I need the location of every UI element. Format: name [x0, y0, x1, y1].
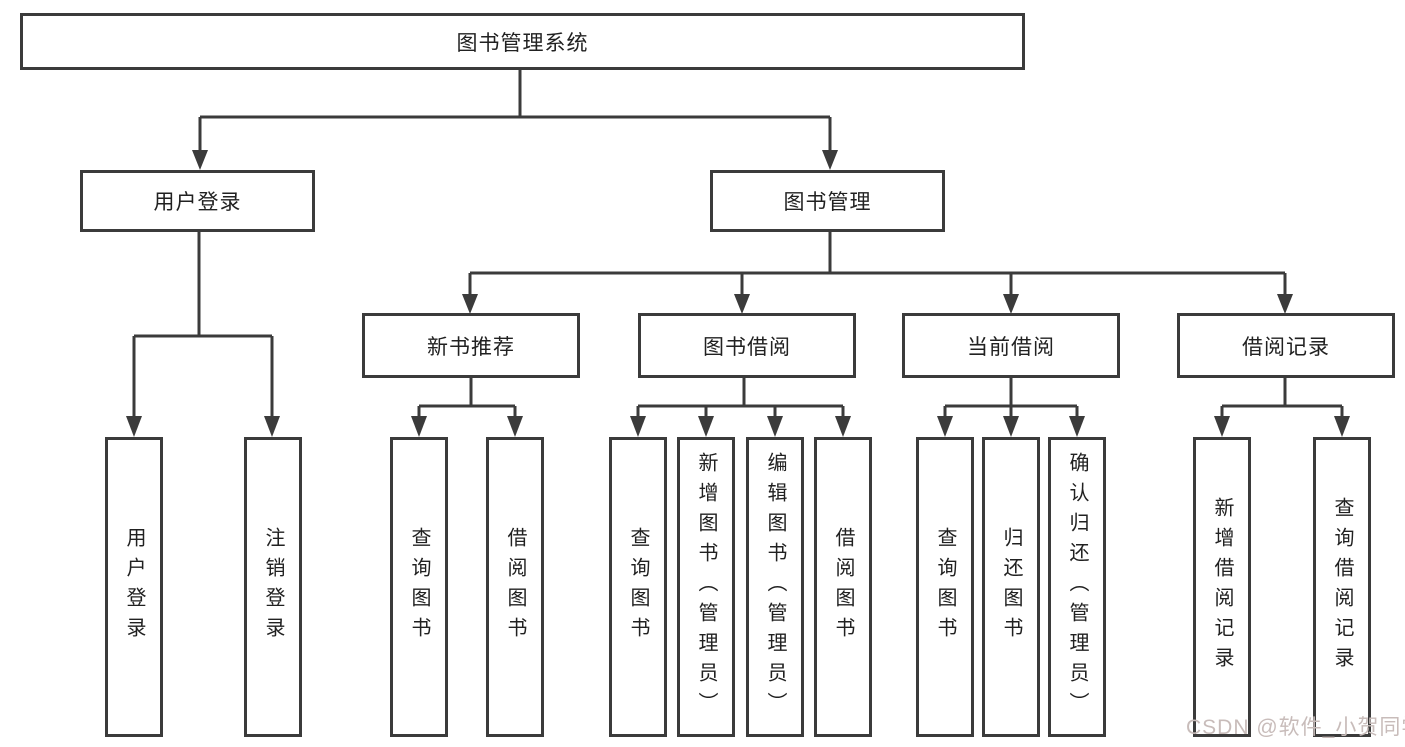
leaf-user-login-label: 用户登录: [123, 527, 145, 647]
leaf-record-add: 新增借阅记录: [1193, 437, 1251, 737]
leaf-recommend-borrow-books: 借阅图书: [486, 437, 544, 737]
leaf-current-confirm-return-label: 确认归还（管理员）: [1066, 452, 1088, 722]
leaf-record-query: 查询借阅记录: [1313, 437, 1371, 737]
leaf-current-return-books: 归还图书: [982, 437, 1040, 737]
leaf-record-query-label: 查询借阅记录: [1331, 497, 1353, 677]
node-new-book-recommend: 新书推荐: [362, 313, 580, 378]
leaf-borrow-query-books: 查询图书: [609, 437, 667, 737]
leaf-recommend-query-books-label: 查询图书: [408, 527, 430, 647]
leaf-borrow-add-books-label: 新增图书（管理员）: [695, 452, 717, 722]
leaf-borrow-add-books: 新增图书（管理员）: [677, 437, 735, 737]
leaf-borrow-query-books-label: 查询图书: [627, 527, 649, 647]
leaf-record-add-label: 新增借阅记录: [1211, 497, 1233, 677]
node-user-login: 用户登录: [80, 170, 315, 232]
node-borrow-record: 借阅记录: [1177, 313, 1395, 378]
node-borrow-record-label: 借阅记录: [1242, 335, 1330, 359]
leaf-current-confirm-return: 确认归还（管理员）: [1048, 437, 1106, 737]
leaf-recommend-query-books: 查询图书: [390, 437, 448, 737]
leaf-borrow-borrow-books-label: 借阅图书: [832, 527, 854, 647]
node-book-borrow-label: 图书借阅: [703, 335, 791, 359]
connector-root-to-level2: [192, 70, 838, 170]
leaf-user-login: 用户登录: [105, 437, 163, 737]
node-current-borrow-label: 当前借阅: [967, 335, 1055, 359]
leaf-borrow-borrow-books: 借阅图书: [814, 437, 872, 737]
leaf-recommend-borrow-books-label: 借阅图书: [504, 527, 526, 647]
leaf-borrow-edit-books: 编辑图书（管理员）: [746, 437, 804, 737]
connector-book-management-to-level3: [462, 232, 1293, 314]
leaf-current-return-books-label: 归还图书: [1000, 527, 1022, 647]
node-book-management: 图书管理: [710, 170, 945, 232]
watermark: CSDN @软件_小贺同学: [1186, 716, 1405, 739]
connector-new-book-recommend-to-leaves: [411, 378, 523, 437]
node-user-login-label: 用户登录: [153, 191, 242, 214]
leaf-current-query-books: 查询图书: [916, 437, 974, 737]
connector-book-borrow-to-leaves: [630, 378, 851, 437]
connector-user-login-to-leaves: [126, 232, 280, 437]
leaf-logout: 注销登录: [244, 437, 302, 737]
node-new-book-recommend-label: 新书推荐: [427, 335, 515, 359]
node-book-management-label: 图书管理: [783, 191, 872, 214]
leaf-borrow-edit-books-label: 编辑图书（管理员）: [764, 452, 786, 722]
node-root: 图书管理系统: [20, 13, 1025, 70]
connector-borrow-record-to-leaves: [1214, 378, 1350, 437]
node-book-borrow: 图书借阅: [638, 313, 856, 378]
connector-current-borrow-to-leaves: [937, 378, 1085, 437]
leaf-logout-label: 注销登录: [262, 527, 284, 647]
leaf-current-query-books-label: 查询图书: [934, 527, 956, 647]
node-root-label: 图书管理系统: [456, 31, 589, 55]
node-current-borrow: 当前借阅: [902, 313, 1120, 378]
